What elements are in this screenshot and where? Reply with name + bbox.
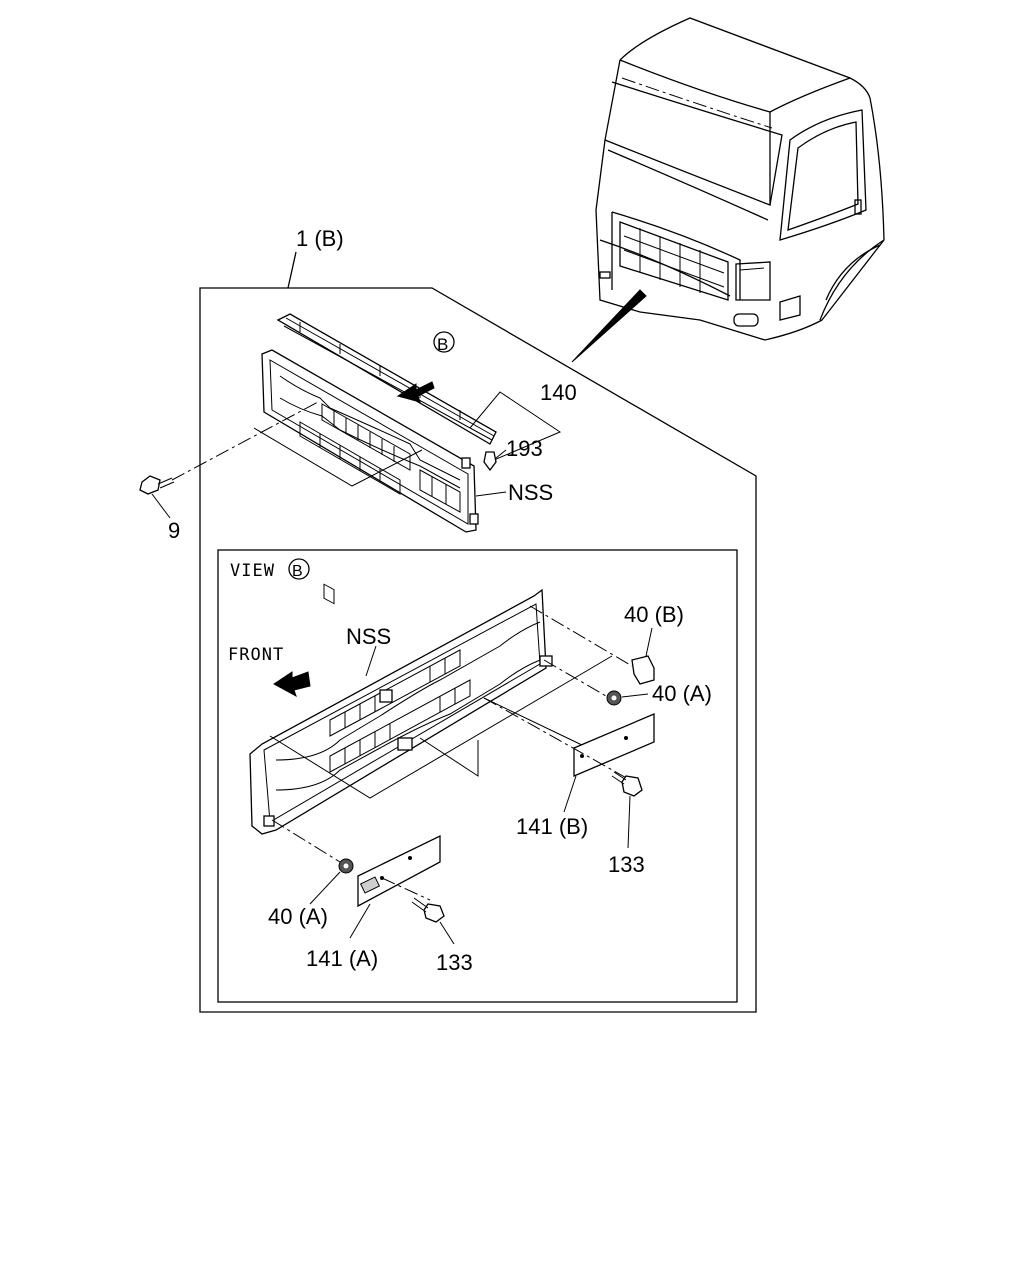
view-letter-label: B	[292, 563, 303, 580]
grille-rear-view	[249, 588, 613, 835]
part-141b-label: 141 (B)	[516, 814, 588, 839]
assembly-callout-frame	[199, 251, 757, 1013]
nss-view-label: NSS	[346, 624, 391, 649]
view-b-marker-label: B	[437, 335, 448, 354]
part-40a-right-label: 40 (A)	[652, 681, 712, 706]
grille-assembly-top	[253, 313, 497, 605]
clip-40b-part	[529, 605, 655, 685]
screw-133-left-part	[411, 897, 455, 945]
part-9-label: 9	[168, 518, 180, 543]
part-140-label: 140	[540, 380, 577, 405]
view-title-label: VIEW	[230, 561, 275, 581]
bracket-141b-part	[483, 697, 655, 813]
nut-40a-right-part	[543, 659, 649, 706]
part-40b-label: 40 (B)	[624, 602, 684, 627]
nut-40a-left-part	[271, 819, 354, 905]
nss-top-label: NSS	[508, 480, 553, 505]
part-193-label: 193	[506, 436, 543, 461]
view-b-marker-circle	[433, 331, 455, 353]
truck-cab-illustration	[571, 17, 885, 363]
leader-nss-view	[365, 645, 377, 677]
part-141a-label: 141 (A)	[306, 946, 378, 971]
view-b-box	[217, 549, 738, 1003]
view-letter-circle	[288, 558, 310, 580]
front-label: FRONT	[228, 645, 284, 665]
leader-140	[469, 391, 562, 461]
screw-133-right-part	[611, 771, 643, 849]
assembly-label: 1 (B)	[296, 226, 344, 251]
part-133-left-label: 133	[436, 950, 473, 975]
part-133-right-label: 133	[608, 852, 645, 877]
clip-193-part	[483, 449, 507, 472]
screw-9-part	[139, 401, 319, 519]
leader-nss-top	[475, 491, 507, 497]
part-40a-left-label: 40 (A)	[268, 904, 328, 929]
bracket-141a-part	[349, 834, 441, 939]
front-arrow-icon	[273, 671, 311, 698]
